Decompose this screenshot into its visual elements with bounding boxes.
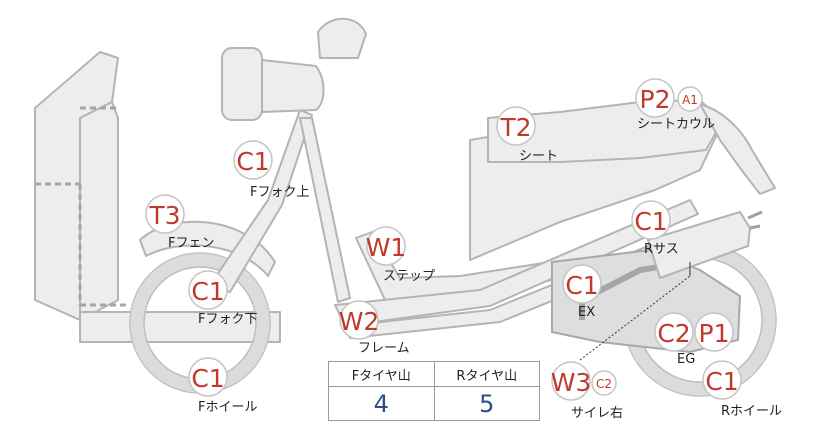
label-fork-upper: Fフォク上	[250, 185, 309, 200]
label-seat-cowl: シートカウル	[637, 117, 715, 132]
tread-value-row: 4 5	[329, 387, 539, 421]
badge-seat[interactable]: T2	[496, 106, 536, 146]
svg-text:C2: C2	[596, 377, 612, 391]
front-plate	[79, 311, 281, 343]
rear-suspension	[647, 211, 751, 279]
suspension-bolt	[747, 210, 763, 230]
label-rear-wheel: Rホイール	[721, 404, 782, 419]
svg-text:A1: A1	[682, 93, 698, 107]
svg-text:C1: C1	[565, 271, 598, 300]
svg-text:W1: W1	[366, 233, 407, 262]
svg-text:C2: C2	[657, 319, 690, 348]
badge-engine[interactable]: C2 P1	[654, 312, 734, 352]
steering-tube	[299, 117, 351, 303]
silencer-leader-line	[579, 275, 691, 361]
label-frame: フレーム	[358, 341, 410, 356]
svg-text:P1: P1	[699, 319, 730, 348]
svg-text:T2: T2	[499, 113, 531, 142]
label-step: ステップ	[383, 269, 435, 284]
svg-text:C1: C1	[191, 364, 224, 393]
label-rear-suspension: Rサス	[644, 242, 679, 257]
seat-cowl	[699, 103, 776, 195]
front-tread-header: Fタイヤ山	[351, 368, 411, 384]
badge-fork-upper[interactable]: C1	[233, 140, 273, 180]
front-fork	[209, 109, 313, 293]
label-front-fender: Fフェン	[168, 236, 214, 251]
mirror	[317, 17, 367, 59]
svg-text:T3: T3	[148, 201, 180, 230]
svg-text:W3: W3	[551, 368, 592, 397]
svg-text:C1: C1	[634, 207, 667, 236]
tread-table: Fタイヤ山 Rタイヤ山 4 5	[328, 361, 540, 421]
front-tread-value[interactable]: 4	[373, 390, 389, 418]
badge-rear-wheel[interactable]: C1	[702, 360, 742, 400]
label-engine: EG	[677, 352, 695, 367]
label-exhaust: EX	[578, 305, 595, 320]
badge-silencer-right[interactable]: W3 C2	[551, 361, 617, 401]
rear-tread-header: Rタイヤ山	[433, 362, 540, 386]
rear-tread-value[interactable]: 5	[433, 387, 540, 421]
svg-text:W2: W2	[339, 307, 380, 336]
label-front-wheel: Fホイール	[198, 400, 257, 415]
label-fork-lower: Fフォク下	[198, 312, 257, 327]
leg-shield	[34, 51, 130, 321]
label-seat: シート	[519, 149, 558, 164]
badge-frame[interactable]: W2	[339, 300, 380, 340]
svg-text:C1: C1	[705, 367, 738, 396]
badge-seat-cowl[interactable]: P2 A1	[635, 78, 703, 118]
headlight	[221, 47, 325, 121]
svg-text:C1: C1	[191, 277, 224, 306]
svg-text:C1: C1	[236, 147, 269, 176]
badge-front-wheel[interactable]: C1	[188, 357, 228, 397]
badge-rear-suspension[interactable]: C1	[631, 200, 671, 240]
svg-text:P2: P2	[640, 85, 671, 114]
badge-step[interactable]: W1	[366, 226, 407, 266]
badge-front-fender[interactable]: T3	[145, 194, 185, 234]
badge-fork-lower[interactable]: C1	[188, 270, 228, 310]
tread-header-row: Fタイヤ山 Rタイヤ山	[329, 362, 539, 387]
badge-exhaust[interactable]: C1	[562, 264, 602, 304]
label-silencer-right: サイレ右	[571, 406, 623, 421]
